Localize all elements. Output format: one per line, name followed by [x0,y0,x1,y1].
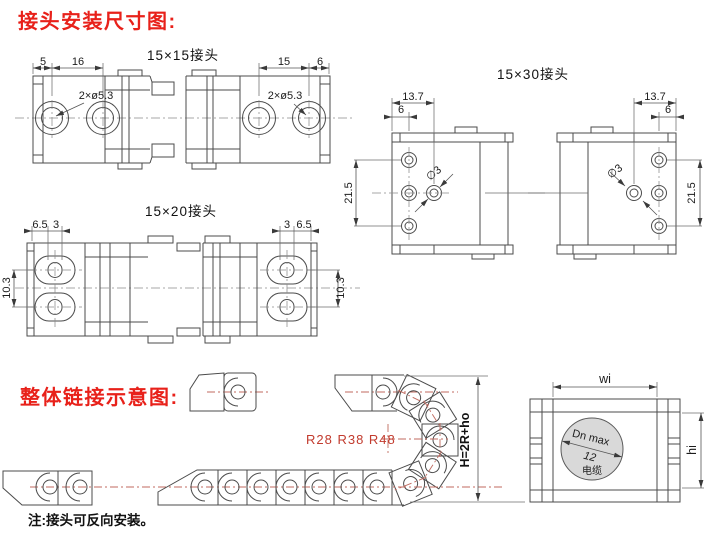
dim-21_5: 21.5 [343,182,355,203]
section-15x20: 15×20接头 [1,203,360,344]
label-15x15: 15×15接头 [147,47,219,63]
hole-callout-left: 2×ø5.3 [79,90,114,102]
dim-3: 3 [284,219,290,231]
label-15x30: 15×30接头 [497,66,569,82]
link-arm [202,235,257,344]
label-15x20: 15×20接头 [145,203,217,219]
link-arm [185,69,240,170]
height-formula-label: H=2R+ho [458,412,472,467]
link-arm [105,69,175,170]
dim-6: 6 [317,56,323,68]
note-text: 注:接头可反向安装。 [28,512,154,528]
section-15x30: 15×30接头 ∅3 [343,66,703,260]
dim-5: 5 [40,56,46,68]
view-15x15-right: 15 6 2×ø5.3 [185,56,331,170]
bend-top-run [334,374,458,412]
section-15x15: 15×15接头 [15,47,352,170]
dim-10_3: 10.3 [335,277,347,298]
view-15x20-left: 6.5 3 10.3 [1,219,201,344]
link-arm [85,235,201,344]
dim-6: 6 [665,104,671,116]
inner-height-label: hi [685,445,699,455]
pin-holes [626,152,667,234]
bend-radii-label: R28 R38 R48 [306,432,396,447]
cable-diameter-value: 12 [582,450,597,465]
dim-6_5: 6.5 [32,219,47,231]
bend-centre: R28 R38 R48 [306,424,448,456]
inner-width-label: wi [598,372,611,386]
view-15x20-right: 3 6.5 10.3 [202,219,347,344]
dim-16: 16 [72,56,84,68]
hole-callout-right: 2×ø5.3 [268,90,303,102]
height-dimension: H=2R+ho [404,375,525,503]
dim-13_7: 13.7 [402,91,423,103]
view-15x30-left: ∅3 13.7 6 21.5 [343,91,545,260]
page-title-install-dims: 接头安装尺寸图: [18,9,177,33]
bend-arc-links [388,373,459,507]
view-15x15-left: 5 16 2×ø5.3 [32,56,175,170]
hole-dia-callout-right: ∅3 [605,162,625,181]
bottom-run [2,469,505,506]
dim-6: 6 [398,104,404,116]
chain-assembly-diagram: R28 R38 R48 [2,372,525,507]
cross-section-view: Dn max 12 电缆 wi hi [529,372,704,503]
dim-21_5: 21.5 [686,182,698,203]
page-title-assembly: 整体链接示意图: [19,385,179,409]
dim-10_3: 10.3 [1,277,13,298]
dim-3: 3 [53,219,59,231]
view-15x30-right: ∅3 13.7 6 21.5 [528,91,703,260]
cable-text: 电缆 [582,464,602,477]
dim-13_7: 13.7 [644,91,665,103]
detached-end-link [189,372,270,412]
dim-6_5: 6.5 [296,219,311,231]
dim-15: 15 [278,56,290,68]
